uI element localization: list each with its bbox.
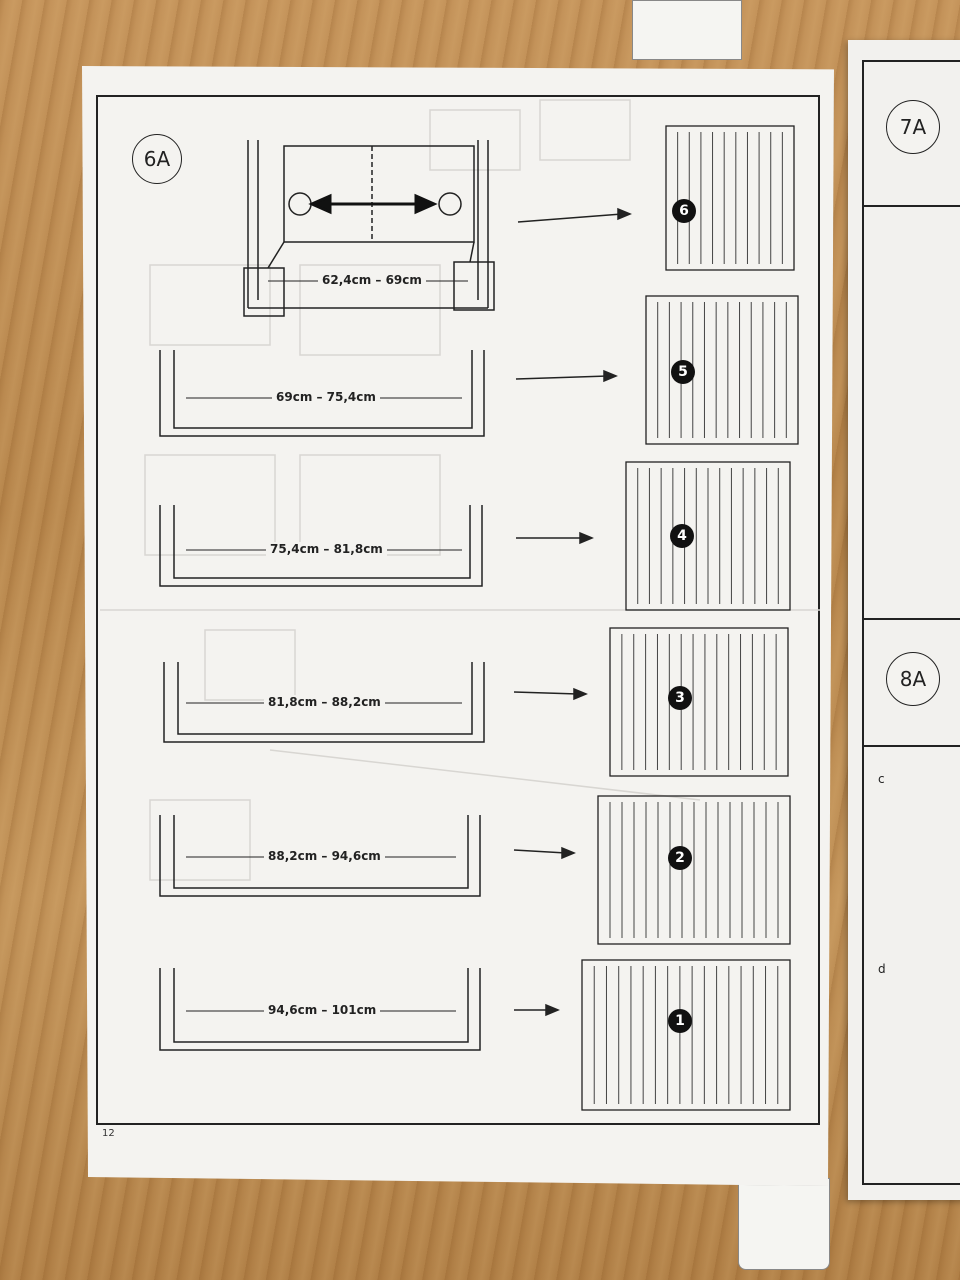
right-divider-2	[862, 618, 960, 620]
gate-number: 3	[668, 686, 692, 710]
step-7a-badge: 7A	[886, 100, 940, 154]
top-strap	[632, 0, 742, 60]
gate-number: 1	[668, 1009, 692, 1033]
measurement-label: 88,2cm – 94,6cm	[264, 849, 385, 863]
right-page	[848, 40, 960, 1200]
gate-number: 6	[672, 199, 696, 223]
measurement-label: 94,6cm – 101cm	[264, 1003, 381, 1017]
gate-number: 2	[668, 846, 692, 870]
measurement-label: 75,4cm – 81,8cm	[266, 542, 387, 556]
gate-number: 5	[671, 360, 695, 384]
measurement-label: 81,8cm – 88,2cm	[264, 695, 385, 709]
measurement-label: 69cm – 75,4cm	[272, 390, 380, 404]
part-label-c: c	[878, 772, 885, 786]
page-number: 12	[102, 1128, 115, 1139]
right-divider-1	[862, 205, 960, 207]
left-page	[82, 66, 834, 1186]
step-8a-badge: 8A	[886, 652, 940, 706]
measurement-label: 62,4cm – 69cm	[318, 273, 426, 287]
part-label-d: d	[878, 962, 886, 976]
bottom-strap	[738, 1178, 830, 1270]
right-divider-3	[862, 745, 960, 747]
step-6a-badge: 6A	[132, 134, 182, 184]
right-page-frame	[862, 60, 960, 1185]
gate-number: 4	[670, 524, 694, 548]
